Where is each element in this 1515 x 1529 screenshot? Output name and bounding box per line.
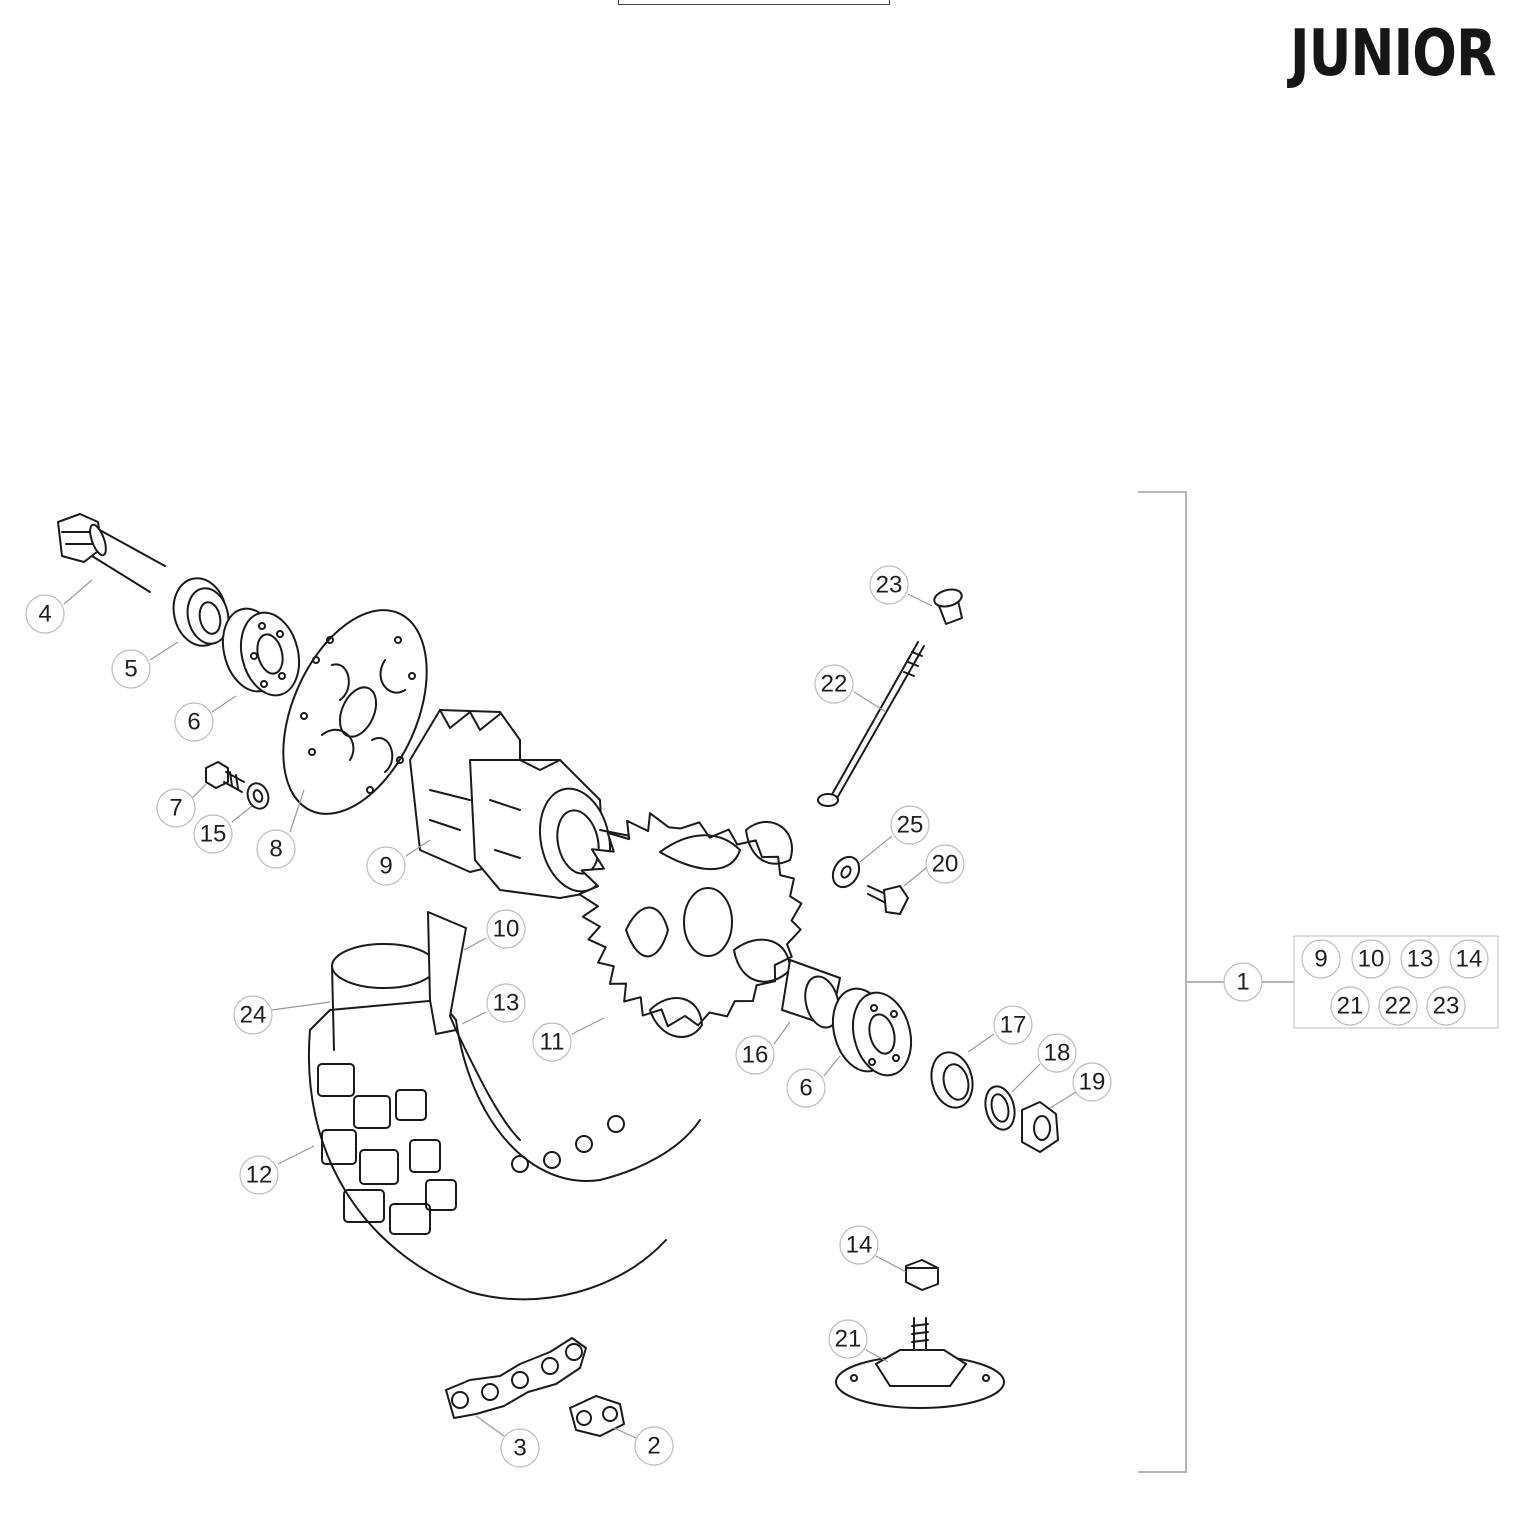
svg-text:14: 14	[846, 1232, 873, 1259]
kit-item[interactable]: 13	[1400, 939, 1440, 979]
part-small-washer[interactable]	[828, 852, 865, 892]
svg-text:25: 25	[897, 812, 924, 839]
part-inner-tube[interactable]	[331, 943, 441, 1051]
callout-12[interactable]: 12	[239, 1155, 279, 1195]
part-axle-nut[interactable]	[1021, 1101, 1059, 1153]
callout-23[interactable]: 23	[869, 565, 909, 605]
callout-6-left[interactable]: 6	[174, 702, 214, 742]
svg-text:12: 12	[246, 1162, 273, 1189]
callout-9[interactable]: 9	[366, 846, 406, 886]
svg-text:22: 22	[821, 671, 848, 698]
part-spacer-left[interactable]	[167, 573, 233, 650]
svg-text:18: 18	[1044, 1040, 1071, 1067]
part-axle[interactable]	[57, 513, 166, 593]
svg-text:13: 13	[493, 990, 520, 1017]
callout-6-right[interactable]: 6	[786, 1068, 826, 1108]
part-sprocket[interactable]	[566, 807, 811, 1039]
brand-title: JUNIOR	[1290, 17, 1497, 91]
svg-text:6: 6	[799, 1075, 812, 1102]
svg-text:21: 21	[835, 1326, 862, 1353]
svg-text:19: 19	[1079, 1069, 1106, 1096]
callout-17[interactable]: 17	[993, 1005, 1033, 1045]
svg-text:6: 6	[187, 709, 200, 736]
part-spacer-tube[interactable]	[781, 959, 844, 1031]
callout-3[interactable]: 3	[500, 1428, 540, 1468]
svg-text:15: 15	[200, 821, 227, 848]
callout-13[interactable]: 13	[486, 983, 526, 1023]
svg-text:14: 14	[1456, 946, 1483, 973]
kit-item[interactable]: 23	[1426, 986, 1466, 1026]
svg-text:20: 20	[932, 851, 959, 878]
callout-21[interactable]: 21	[828, 1319, 868, 1359]
callout-16[interactable]: 16	[735, 1035, 775, 1075]
svg-text:5: 5	[124, 656, 137, 683]
part-rim-lock[interactable]	[835, 1317, 1005, 1409]
part-chain[interactable]	[445, 1337, 587, 1419]
svg-text:8: 8	[269, 836, 282, 863]
svg-text:23: 23	[1433, 993, 1460, 1020]
kit-item[interactable]: 9	[1301, 939, 1341, 979]
part-spoke[interactable]	[817, 641, 925, 807]
svg-text:2: 2	[647, 1433, 660, 1460]
svg-text:7: 7	[169, 795, 182, 822]
svg-text:24: 24	[240, 1002, 267, 1029]
leader-lines	[63, 579, 1077, 1439]
kit-bracket	[1138, 491, 1294, 1473]
svg-text:9: 9	[1314, 946, 1327, 973]
part-lock-washer[interactable]	[981, 1083, 1019, 1132]
part-rim-lock-nut[interactable]	[905, 1259, 939, 1291]
part-small-bolt[interactable]	[867, 885, 909, 915]
callout-19[interactable]: 19	[1072, 1062, 1112, 1102]
svg-text:9: 9	[379, 853, 392, 880]
part-bearing-left[interactable]	[215, 602, 308, 701]
part-disc-washer[interactable]	[244, 780, 272, 811]
top-frame-edge	[618, 0, 890, 5]
callout-1[interactable]: 1	[1223, 962, 1263, 1002]
kit-item[interactable]: 21	[1330, 986, 1370, 1026]
svg-text:21: 21	[1337, 993, 1364, 1020]
svg-text:13: 13	[1407, 946, 1434, 973]
callout-20[interactable]: 20	[925, 844, 965, 884]
part-tyre[interactable]	[307, 999, 701, 1301]
part-rim-band[interactable]	[427, 911, 521, 1141]
callout-2[interactable]: 2	[634, 1426, 674, 1466]
svg-text:4: 4	[38, 601, 51, 628]
svg-text:10: 10	[493, 916, 520, 943]
svg-text:3: 3	[513, 1435, 526, 1462]
callout-25[interactable]: 25	[890, 805, 930, 845]
part-master-link[interactable]	[569, 1395, 625, 1437]
part-bearing-right[interactable]	[825, 982, 920, 1081]
svg-text:17: 17	[1000, 1012, 1027, 1039]
part-disc-bolt[interactable]	[205, 761, 245, 793]
callout-22[interactable]: 22	[814, 664, 854, 704]
part-spacer-right[interactable]	[926, 1048, 978, 1112]
callout-5[interactable]: 5	[111, 649, 151, 689]
callout-24[interactable]: 24	[233, 995, 273, 1035]
callout-10[interactable]: 10	[486, 909, 526, 949]
svg-text:16: 16	[742, 1042, 769, 1069]
callout-7[interactable]: 7	[156, 788, 196, 828]
callout-11[interactable]: 11	[532, 1022, 572, 1062]
callout-4[interactable]: 4	[25, 594, 65, 634]
callout-18[interactable]: 18	[1037, 1033, 1077, 1073]
kit-item[interactable]: 10	[1351, 939, 1391, 979]
svg-text:23: 23	[876, 572, 903, 599]
svg-text:11: 11	[540, 1029, 565, 1056]
part-spoke-nipple[interactable]	[932, 587, 963, 625]
kit-item[interactable]: 14	[1449, 939, 1489, 979]
callout-15[interactable]: 15	[193, 814, 233, 854]
svg-text:22: 22	[1385, 993, 1412, 1020]
callout-14[interactable]: 14	[839, 1225, 879, 1265]
kit-item[interactable]: 22	[1378, 986, 1418, 1026]
svg-text:1: 1	[1236, 969, 1249, 996]
part-brake-disc[interactable]	[254, 588, 455, 836]
callout-8[interactable]: 8	[256, 829, 296, 869]
svg-text:10: 10	[1358, 946, 1385, 973]
